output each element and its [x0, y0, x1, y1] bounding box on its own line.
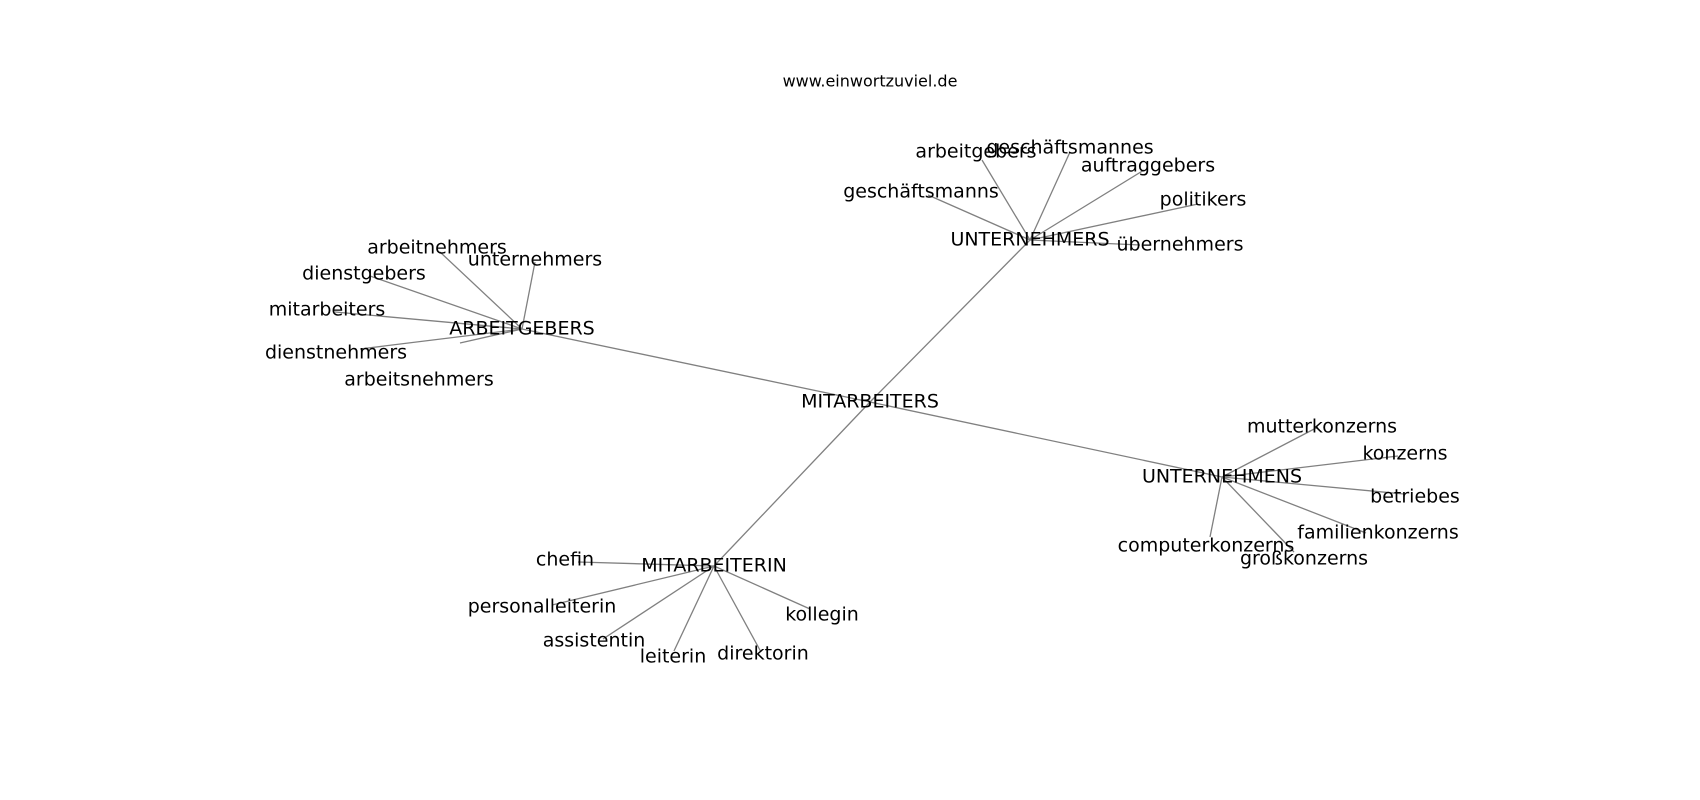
node-leaf-betriebes: betriebes [1370, 486, 1460, 508]
node-hub-mitarbeiterin: MITARBEITERIN [641, 555, 787, 577]
edge-unternehmens-familienkonzerns [1221, 476, 1367, 534]
node-leaf-konzerns: konzerns [1362, 443, 1447, 465]
edge-unternehmers-geschaeftsmanns [927, 194, 1031, 241]
edge-unternehmens-betriebes [1221, 476, 1405, 495]
edge-mitarbeiterin-direktorin [713, 565, 762, 653]
edge-unternehmers-geschaeftsmannes [1029, 151, 1071, 241]
edge-arbeitgebers-dienstnehmers [359, 328, 523, 350]
edge-layer [334, 151, 1405, 653]
node-leaf-leiterin: leiterin [640, 646, 707, 668]
node-leaf-computerkonzerns: computerkonzerns [1118, 535, 1295, 557]
node-hub-unternehmers: UNTERNEHMERS [950, 229, 1109, 251]
edge-arbeitgebers-mitarbeiters [334, 311, 523, 330]
node-center: MITARBEITERS [801, 391, 939, 413]
edge-unternehmers-uebernehmers [1029, 239, 1141, 246]
edge-center-mitarbeiterin [713, 401, 871, 567]
node-leaf-arbeitnehmers: arbeitnehmers [367, 237, 507, 259]
node-leaf-geschaeftsmanns: geschäftsmanns [843, 181, 999, 203]
node-leaf-assistentin: assistentin [543, 630, 646, 652]
edge-mitarbeiterin-personalleiterin [551, 565, 715, 606]
node-leaf-chefin: chefin [536, 549, 594, 571]
edge-mitarbeiterin-kollegin [713, 565, 811, 610]
node-leaf-unternehmers: unternehmers [468, 249, 602, 271]
edge-mitarbeiterin-chefin [577, 561, 715, 567]
node-leaf-direktorin: direktorin [717, 643, 809, 665]
node-leaf-arbeitgebers: arbeitgebers [915, 141, 1036, 163]
node-hub-arbeitgebers: ARBEITGEBERS [449, 318, 594, 340]
node-leaf-kollegin: kollegin [785, 604, 859, 626]
edge-unternehmens-mutterkonzerns [1221, 426, 1319, 478]
node-leaf-politikers: politikers [1160, 189, 1247, 211]
edge-center-arbeitgebers [521, 328, 871, 403]
edge-mitarbeiterin-leiterin [673, 565, 715, 652]
node-leaf-mutterkonzerns: mutterkonzerns [1247, 416, 1397, 438]
edge-unternehmers-politikers [1029, 203, 1199, 241]
node-leaf-uebernehmers: übernehmers [1117, 234, 1244, 256]
edge-center-unternehmens [869, 401, 1223, 478]
edge-center-unternehmers [869, 239, 1031, 403]
edge-unternehmens-grosskonzerns [1221, 476, 1295, 553]
node-leaf-grosskonzerns: großkonzerns [1240, 548, 1368, 570]
node-hub-unternehmens: UNTERNEHMENS [1142, 466, 1302, 488]
node-leaf-familienkonzerns: familienkonzerns [1297, 522, 1458, 544]
edge-unternehmens-konzerns [1221, 455, 1399, 478]
node-leaf-auftraggebers: auftraggebers [1081, 155, 1215, 177]
edge-unternehmers-arbeitgebers [981, 159, 1031, 241]
node-leaf-dienstnehmers: dienstnehmers [265, 342, 407, 364]
edge-arbeitgebers-arbeitnehmers [439, 251, 523, 330]
edge-mitarbeiterin-assistentin [602, 565, 715, 640]
node-leaf-dienstgebers: dienstgebers [302, 263, 426, 285]
node-leaf-arbeitsnehmers: arbeitsnehmers [344, 369, 494, 391]
edge-unternehmens-computerkonzerns [1209, 476, 1223, 538]
label-layer: MITARBEITERS ARBEITGEBERS arbeitnehmersunt… [265, 137, 1460, 668]
source-title: www.einwortzuviel.de [783, 72, 958, 91]
node-leaf-geschaeftsmannes: geschäftsmannes [986, 137, 1153, 159]
edge-arbeitgebers-dienstgebers [369, 275, 523, 330]
edge-unternehmers-auftraggebers [1029, 169, 1145, 241]
node-leaf-mitarbeiters: mitarbeiters [269, 299, 386, 321]
edge-arbeitgebers-arbeitsnehmers [459, 328, 523, 344]
node-leaf-personalleiterin: personalleiterin [468, 596, 617, 618]
edge-arbeitgebers-unternehmers [521, 261, 536, 330]
